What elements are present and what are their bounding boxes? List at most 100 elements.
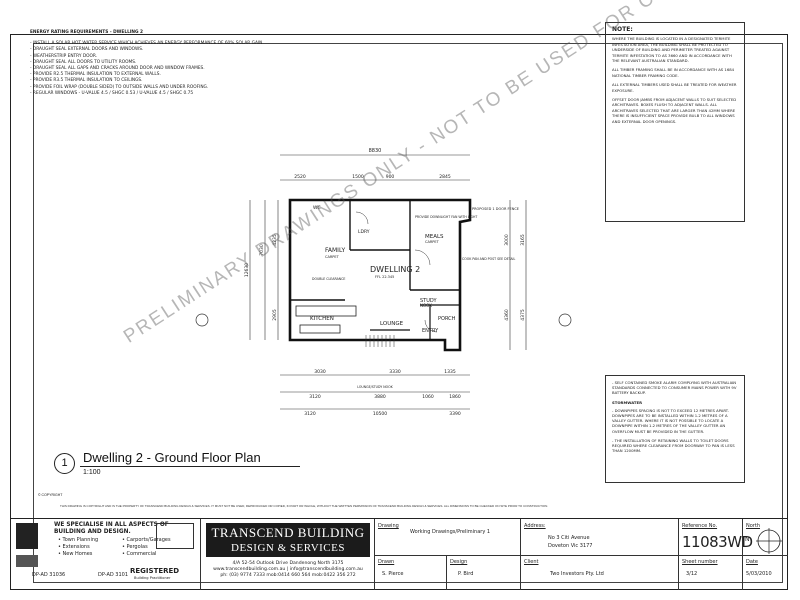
energy-item: DRAUGHT SEAL ALL GAPS AND CRACKS AROUND …	[30, 66, 300, 72]
dim-bottom-value: 3880	[374, 394, 386, 400]
notes-box-2: - SELF CONTAINED SMOKE ALARM COMPLYING W…	[605, 375, 745, 483]
company-address: 4/A 52-54 Outlook Drive Dandenong North …	[206, 561, 370, 580]
design-value: P. Bird	[458, 571, 474, 577]
dim-bottom-value: 3120	[304, 411, 316, 417]
brand-line2: DESIGN & SERVICES	[231, 542, 345, 554]
date-value: 5/03/2010	[746, 571, 772, 577]
client-value: Two Investors Pty. Ltd	[550, 571, 604, 577]
drawing-scale: 1:100	[83, 469, 101, 476]
reg-number-2: DP-AD 3101	[98, 572, 129, 578]
address-value2: Doveton Vic 3177	[548, 543, 593, 549]
design-label: Design	[450, 559, 468, 565]
dim-top-overall: 8830	[369, 148, 382, 154]
section-mark-left	[195, 313, 209, 327]
tb-divider	[678, 519, 679, 590]
notes2-subheading: STORMWATER	[612, 399, 643, 405]
tb-divider	[446, 555, 447, 590]
energy-item: WEATHERSTRIP ENTRY DOOR.	[30, 54, 300, 60]
dim-left-value: 4235	[272, 234, 278, 246]
drawn-value: S. Pierce	[382, 571, 404, 577]
drawing-sheet	[10, 34, 788, 590]
drawing-name: Dwelling 2 - Ground Floor Plan	[83, 450, 261, 465]
hia-logo	[156, 523, 194, 549]
drawing-value: Working Drawings/Preliminary 1	[410, 529, 491, 535]
annotation-roof: PROPOSED 1 DOOR FENCE	[472, 207, 519, 211]
dim-bottom-value: 3330	[389, 369, 401, 375]
note-paragraph: - DOWNPIPES SPACING IS NOT TO EXCEED 12 …	[612, 407, 729, 434]
drawing-frame	[33, 43, 783, 583]
spec-col1: • Town Planning• Extensions• New Homes	[58, 537, 98, 558]
drawing-number: 1	[54, 453, 75, 474]
dim-bottom-value: 3120	[309, 394, 321, 400]
porch-wall	[444, 340, 460, 351]
room-family: FAMILY	[325, 247, 345, 254]
note-paragraph: WHERE THE BUILDING IS LOCATED IN A DESIG…	[612, 36, 732, 64]
drawing-label: Drawing	[378, 523, 399, 529]
company-logo	[16, 523, 38, 549]
disclaimer: THIS DRAWING IS COPYRIGHT AND IS THE PRO…	[60, 504, 549, 508]
drawn-label: Drawn	[378, 559, 395, 565]
dim-bottom-value: 1335	[444, 369, 456, 375]
dim-top-value: 2520	[294, 174, 306, 180]
room-kitchen: KITCHEN	[310, 316, 334, 322]
tb-divider	[374, 519, 375, 590]
room-study: STUDY	[420, 298, 437, 304]
note-paragraph: - THE INSTALLATION OF RETAINING WALLS TO…	[612, 437, 735, 454]
notes-box: NOTE: WHERE THE BUILDING IS LOCATED IN A…	[605, 22, 745, 222]
section-mark-right	[558, 313, 572, 327]
registered-sub: Building Practitioner	[134, 576, 171, 580]
notes2-paragraphs-2: - DOWNPIPES SPACING IS NOT TO EXCEED 12 …	[612, 408, 738, 454]
dim-left-value: 12630	[244, 263, 250, 277]
room-ldry: LDRY	[358, 229, 370, 235]
energy-item: REGULAR WINDOWS - U-VALUE 4.5 / SHGC 0.5…	[30, 91, 300, 97]
door-swing	[355, 211, 369, 225]
energy-requirements: ENERGY RATING REQUIREMENTS - DWELLING 2 …	[30, 30, 300, 97]
brand-line1: TRANSCEND BUILDING	[211, 525, 365, 540]
tb-divider	[742, 519, 743, 590]
dim-bottom-value: 3030	[314, 369, 326, 375]
room-wc: WC	[313, 205, 321, 211]
stair-hatch	[365, 335, 395, 347]
room-meals: MEALS	[425, 234, 444, 240]
date-label: Date	[746, 559, 758, 565]
kitchen-bench	[295, 305, 357, 317]
spec-item: • Town Planning	[58, 537, 99, 543]
energy-item: PROVIDE R3.5 THERMAL INSULATION TO CEILI…	[30, 78, 300, 84]
room-family-sub: CARPET	[325, 255, 340, 259]
door-swing	[414, 249, 431, 266]
sheet-value: 3/12	[686, 571, 698, 577]
energy-item: PROVIDE FOIL WRAP (DOUBLE SIDED) TO OUTS…	[30, 85, 300, 91]
tb-rule	[374, 555, 520, 556]
dim-bottom-value: 3390	[449, 411, 461, 417]
note-paragraph: ALL TIMBER FRAMING SHALL BE IN ACCORDANC…	[612, 67, 735, 78]
address-value1: No 3 Citi Avenue	[548, 535, 590, 541]
address-line: www.transcendbuilding.com.au | info@tran…	[213, 567, 363, 573]
spec-item: • Extensions	[58, 544, 90, 550]
title-block: WE SPECIALISE IN ALL ASPECTS OF BUILDING…	[10, 518, 788, 590]
note-paragraph: - SELF CONTAINED SMOKE ALARM COMPLYING W…	[612, 380, 737, 396]
note-paragraph: OFFSET DOOR JAMBS FROM ADJACENT WALLS TO…	[612, 97, 737, 124]
brand-banner: TRANSCEND BUILDING DESIGN & SERVICES	[206, 523, 370, 557]
north-label: North	[746, 523, 760, 529]
title-underline	[80, 466, 300, 467]
north-arrow-icon	[756, 528, 782, 554]
energy-item: INSTALL A SOLAR HOT WATER SERVICE WHICH …	[30, 41, 300, 47]
room-porch: PORCH	[438, 316, 456, 322]
tb-rule	[678, 555, 788, 556]
door-swing	[424, 319, 438, 333]
reg-number-1: DP-AD 31036	[32, 572, 66, 578]
dim-top-value: 2845	[439, 174, 451, 180]
spec-item: • Commercial	[122, 551, 157, 557]
tb-rule	[520, 555, 678, 556]
north-letter: N	[745, 536, 750, 543]
sheet-label: Sheet number	[682, 559, 718, 565]
dim-bottom-value: 1060	[422, 394, 434, 400]
dim-right-value: 3000	[504, 234, 510, 246]
spec-item: • Pergolas	[122, 544, 148, 550]
spec-heading: WE SPECIALISE IN ALL ASPECTS OF BUILDING…	[54, 522, 169, 535]
spec-item: • New Homes	[58, 551, 93, 557]
ref-value: 11083WD	[682, 533, 753, 551]
